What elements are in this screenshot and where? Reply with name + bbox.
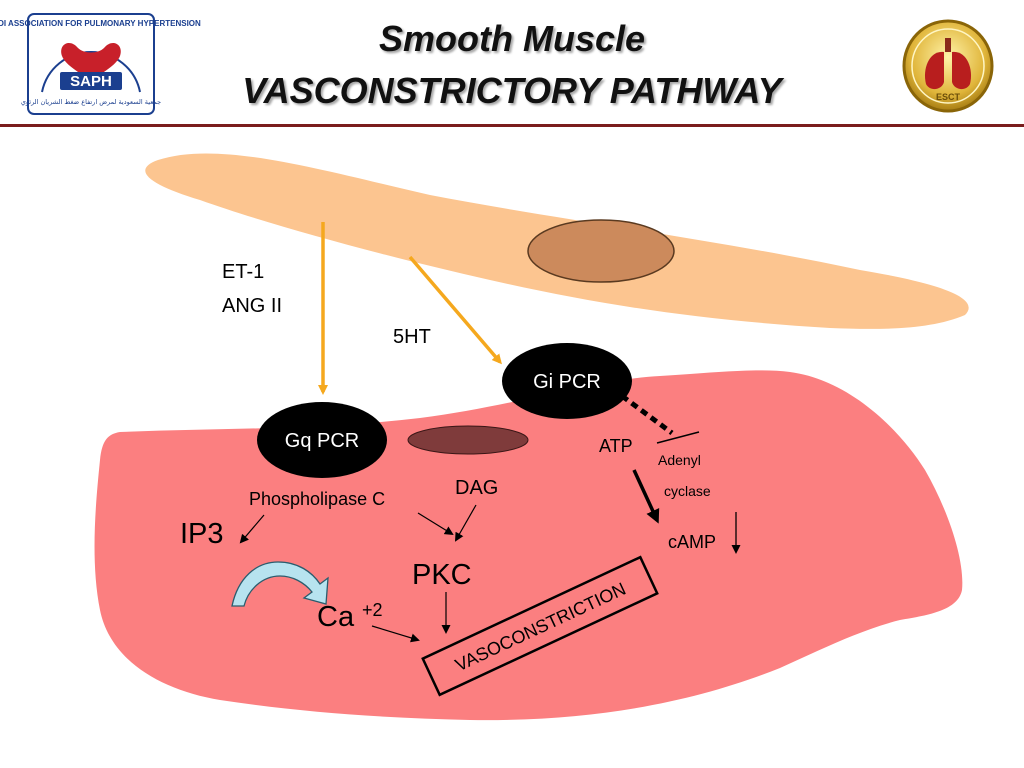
pkc-label: PKC	[412, 559, 472, 591]
5ht-arrow	[408, 255, 502, 365]
esct-logo-text: ESCT	[936, 92, 961, 102]
dag-to-pkc-arrow	[455, 504, 477, 542]
gi-inhibition-dashed	[620, 393, 674, 436]
gi-pcr-receptor	[502, 343, 632, 419]
lungs-icon	[924, 51, 944, 90]
title-rule	[0, 124, 1024, 127]
heart-icon	[61, 42, 121, 82]
cell-nucleus	[527, 219, 675, 283]
smooth-muscle-cell	[94, 370, 963, 721]
inhibition-bar	[656, 431, 700, 444]
adenyl-label: Adenyl	[658, 452, 701, 468]
calcium-charge: +2	[362, 600, 383, 620]
cyclase-label: cyclase	[664, 483, 711, 499]
ligand-et1: ET-1	[222, 261, 264, 283]
ip3-to-ca-curved-arrow	[231, 561, 329, 607]
plc-to-ip3-arrow	[239, 514, 265, 544]
gq-pcr-receptor	[257, 402, 387, 478]
membrane-organelle	[407, 425, 529, 455]
atp-label: ATP	[599, 436, 633, 456]
esct-logo: ESCT	[902, 19, 994, 113]
ligand-5ht: 5HT	[393, 326, 431, 348]
plc-label: Phospholipase C	[249, 489, 385, 509]
saph-acronym: SAPH	[70, 73, 112, 90]
saph-logo: SAUDI ASSOCIATION FOR PULMONARY HYPERTEN…	[0, 13, 201, 115]
title-line-2: VASCONSTRICTORY PATHWAY	[242, 70, 782, 111]
ligand-ang2: ANG II	[222, 295, 282, 317]
atp-to-camp-arrow	[632, 469, 660, 524]
saph-arabic: جمعية السعودية لمرض ارتفاع ضغط الشريان ا…	[21, 98, 161, 106]
camp-label: cAMP	[668, 532, 716, 552]
ca-to-result-arrow	[371, 625, 420, 643]
saph-logo-text: SAUDI ASSOCIATION FOR PULMONARY HYPERTEN…	[0, 19, 201, 28]
dag-label: DAG	[455, 477, 498, 499]
ip3-label: IP3	[180, 518, 224, 550]
title-line-1: Smooth Muscle	[378, 18, 646, 59]
calcium-label: Ca	[317, 601, 355, 633]
gi-pcr-label: Gi PCR	[533, 371, 601, 393]
plc-to-pkc-arrow	[417, 512, 454, 536]
gq-pcr-label: Gq PCR	[285, 430, 359, 452]
